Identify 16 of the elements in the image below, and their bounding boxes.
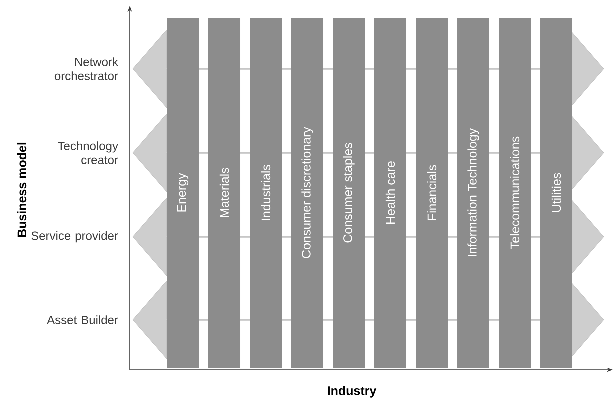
industry-bar: Industrials bbox=[250, 18, 282, 368]
industry-bar: Consumer discretionary bbox=[292, 18, 324, 368]
industry-bar: Financials bbox=[416, 18, 448, 368]
axis-title: Industry bbox=[328, 386, 377, 398]
industry-bar: Materials bbox=[208, 18, 240, 368]
row-label: Asset Builder bbox=[47, 316, 118, 324]
industry-bar: Information Technology bbox=[458, 18, 490, 368]
industry-bar: Telecommunications bbox=[499, 18, 531, 368]
row-label: Technology creator bbox=[58, 142, 118, 164]
industry-bar: Utilities bbox=[540, 18, 572, 368]
row-label: Service provider bbox=[32, 231, 118, 243]
industry-bar: Consumer staples bbox=[333, 18, 365, 368]
row-label: Network orchestrator bbox=[54, 58, 118, 80]
industry-bar: Health care bbox=[374, 18, 406, 368]
axis-title: Business model bbox=[17, 142, 27, 238]
industry-bar: Energy bbox=[167, 18, 199, 368]
